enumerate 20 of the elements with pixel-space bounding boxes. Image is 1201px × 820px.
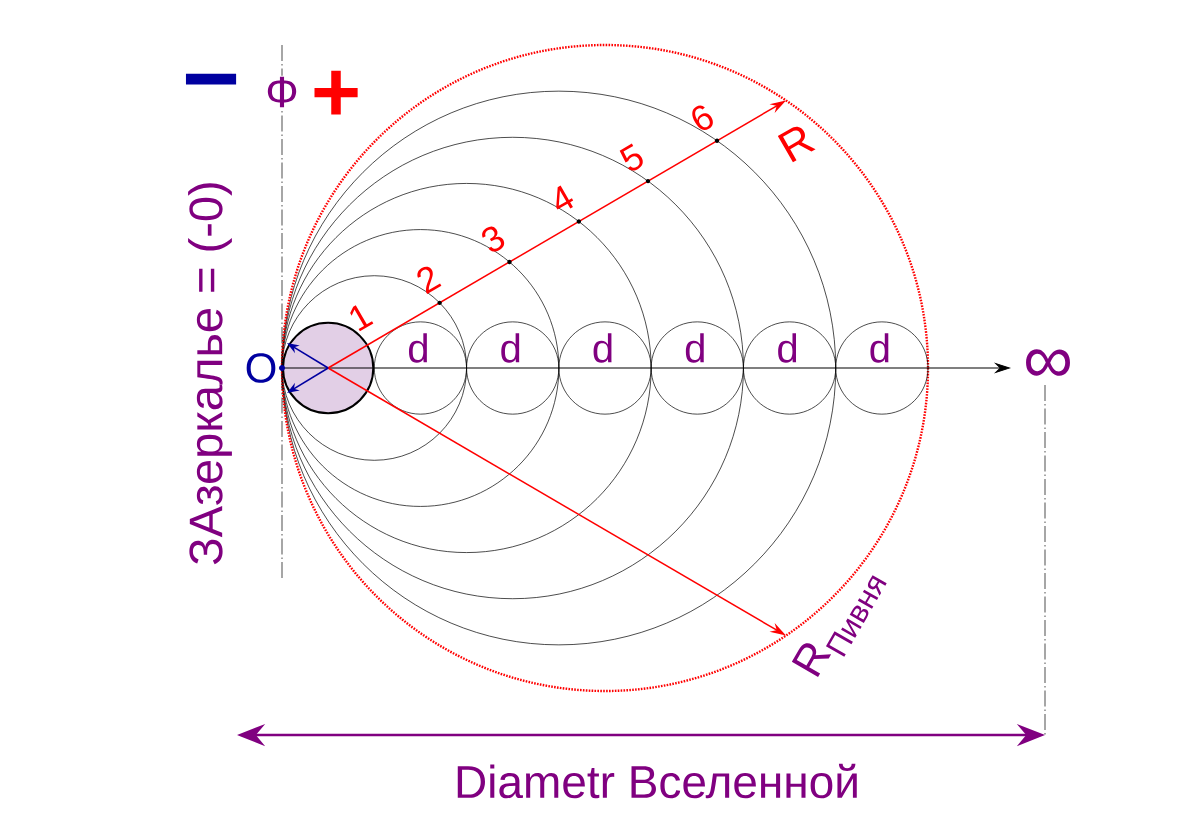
circle-node: d: [650, 321, 744, 415]
point-number: 1: [350, 305, 374, 332]
point-number: 4: [556, 185, 574, 210]
circle-node: d: [373, 321, 467, 415]
point-number: 2: [417, 266, 442, 294]
point-number: 5: [619, 143, 643, 171]
plus-sign: +: [314, 70, 358, 115]
circle-node: d: [466, 321, 560, 415]
radius-label: R: [777, 126, 816, 163]
phi-label: Ф: [264, 75, 300, 109]
infinity-label: ∞: [1026, 349, 1070, 376]
point-number: 3: [482, 226, 505, 252]
point-label: O: [246, 353, 276, 383]
side-label: ЗАзеркалье = (-0): [188, 183, 232, 565]
circle-node: d: [558, 321, 652, 415]
minus-sign: −: [185, 73, 237, 85]
point-number: 6: [692, 105, 713, 130]
circle-node: d: [835, 321, 929, 415]
dimension-label: Diametr Вселенной: [457, 763, 857, 799]
circle-node: d: [743, 321, 837, 415]
